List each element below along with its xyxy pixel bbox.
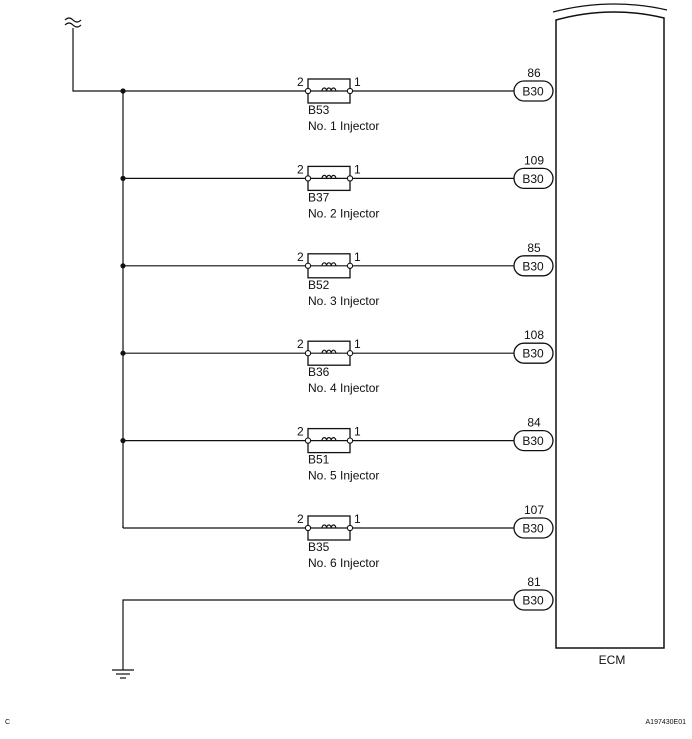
- coil-icon: [321, 524, 337, 529]
- ecm-pin-number: 85: [527, 241, 541, 255]
- pin-terminal: [304, 262, 312, 269]
- ecm-connector: [513, 429, 554, 452]
- ecm-connector-label: B30: [522, 522, 544, 536]
- pin-terminal: [304, 350, 312, 357]
- ground-circuit: 81 B30 E1: [112, 575, 573, 679]
- ground-ecm-pin: 81: [527, 575, 541, 589]
- coil-icon: [321, 262, 337, 266]
- pin-terminal: [346, 437, 354, 444]
- pin-terminal: [304, 524, 312, 532]
- ecm-label: ECM: [599, 653, 626, 667]
- ground-ecm-connector: [513, 589, 554, 611]
- ecm-connector: [513, 255, 554, 277]
- pin-terminal: [304, 437, 312, 444]
- pin-terminal: [346, 87, 354, 95]
- ecm-connector: [513, 80, 554, 102]
- figure-id: A197430E01: [646, 719, 687, 726]
- injector-name: No. 5 Injector: [308, 469, 379, 483]
- injector-pin-left: 2: [297, 75, 304, 89]
- pin-terminal: [304, 87, 312, 95]
- ground-ecm-connector-label: B30: [522, 594, 544, 608]
- injector-pin-right: 1: [354, 250, 361, 264]
- ecm-pin-number: 108: [524, 328, 544, 342]
- ecm-connector: [513, 342, 554, 364]
- injector-pin-right: 1: [354, 75, 361, 89]
- ground-wire: [122, 599, 514, 670]
- corner-label: C: [5, 719, 10, 726]
- ecm-pin-number: 107: [524, 503, 544, 517]
- pin-terminal: [346, 175, 354, 182]
- pin-terminal: [346, 350, 354, 357]
- ecm-connector-label: B30: [522, 85, 544, 99]
- injector-connector-label: B35: [308, 540, 330, 554]
- pin-terminal: [346, 524, 354, 532]
- injector-connector-label: B51: [308, 453, 330, 467]
- injector-pin-left: 2: [297, 512, 304, 526]
- power-feed-wire: [72, 28, 123, 92]
- injector-name: No. 1 Injector: [308, 119, 379, 133]
- coil-icon: [321, 437, 337, 441]
- ground-icon: [112, 669, 134, 679]
- injector-connector-label: B36: [308, 365, 330, 379]
- coil-icon: [321, 87, 337, 92]
- ecm-connector-label: B30: [522, 259, 544, 273]
- ecm-connector-label: B30: [522, 172, 544, 186]
- injector-pin-left: 2: [297, 162, 304, 176]
- ecm-pin-number: 109: [524, 153, 544, 167]
- injector-pin-left: 2: [297, 337, 304, 351]
- ecm-box: [555, 11, 665, 649]
- ecm-connector: [513, 517, 554, 539]
- pin-terminal: [346, 262, 354, 269]
- ecm-connector-label: B30: [522, 347, 544, 361]
- injector-name: No. 3 Injector: [308, 294, 379, 308]
- injector-pin-left: 2: [297, 425, 304, 439]
- injector-pin-right: 1: [354, 425, 361, 439]
- ecm-pin-number: 84: [527, 416, 541, 430]
- ecm-unit: ECM: [552, 3, 668, 667]
- injector-connector-label: B53: [308, 103, 330, 117]
- coil-icon: [321, 349, 337, 354]
- ecm-pin-number: 86: [527, 66, 541, 80]
- injector-name: No. 4 Injector: [308, 381, 379, 395]
- coil-icon: [321, 174, 337, 179]
- injector-pin-right: 1: [354, 512, 361, 526]
- injector-name: No. 6 Injector: [308, 556, 379, 570]
- ecm-connector-label: B30: [522, 434, 544, 448]
- ecm-connector: [513, 167, 554, 190]
- injector-pin-left: 2: [297, 250, 304, 264]
- pin-terminal: [304, 175, 312, 182]
- wire-break-symbol: [64, 17, 82, 28]
- injector-connector-label: B52: [308, 278, 330, 292]
- injector-pin-right: 1: [354, 162, 361, 176]
- injector-name: No. 2 Injector: [308, 206, 379, 220]
- injector-pin-right: 1: [354, 337, 361, 351]
- injector-connector-label: B37: [308, 190, 330, 204]
